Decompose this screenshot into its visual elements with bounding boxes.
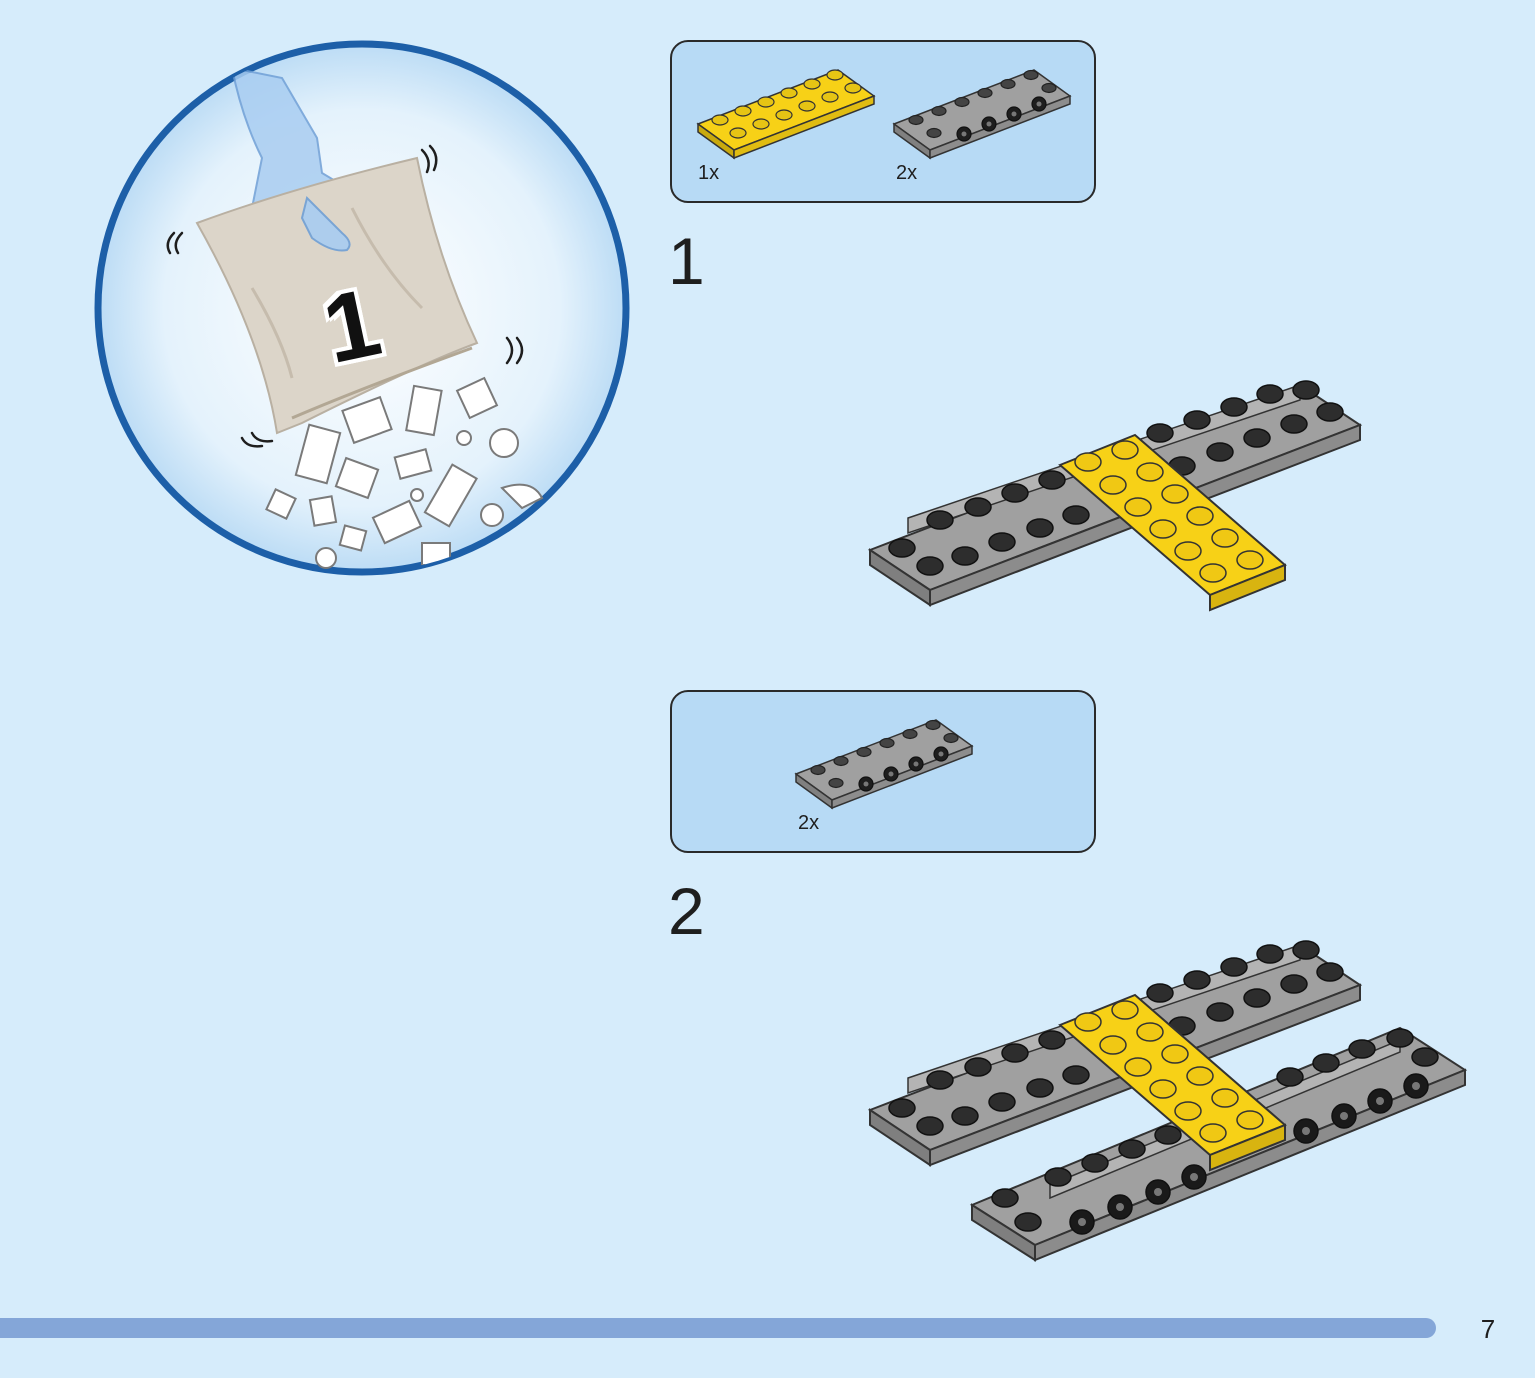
step-number-1: 1 [668, 224, 705, 298]
step-number-2: 2 [668, 874, 705, 948]
gray-bracket-plate-icon [794, 719, 974, 810]
yellow-plate-2x6-icon [696, 69, 876, 160]
gray-bracket-plate-icon [892, 69, 1072, 160]
parts-list-step-1: 1x 2x [670, 40, 1096, 203]
part-qty-gray-plate: 2x [798, 812, 820, 834]
step-2-model [867, 940, 1468, 1262]
part-qty-yellow-plate: 1x [698, 162, 720, 184]
part-qty-gray-plate: 2x [896, 162, 918, 184]
parts-list-step-2: 2x [670, 690, 1096, 853]
progress-bar [0, 1318, 1436, 1338]
bag-open-illustration: 1 [92, 38, 633, 579]
step-1-model [867, 380, 1363, 612]
page-number: 7 [1480, 1314, 1496, 1344]
